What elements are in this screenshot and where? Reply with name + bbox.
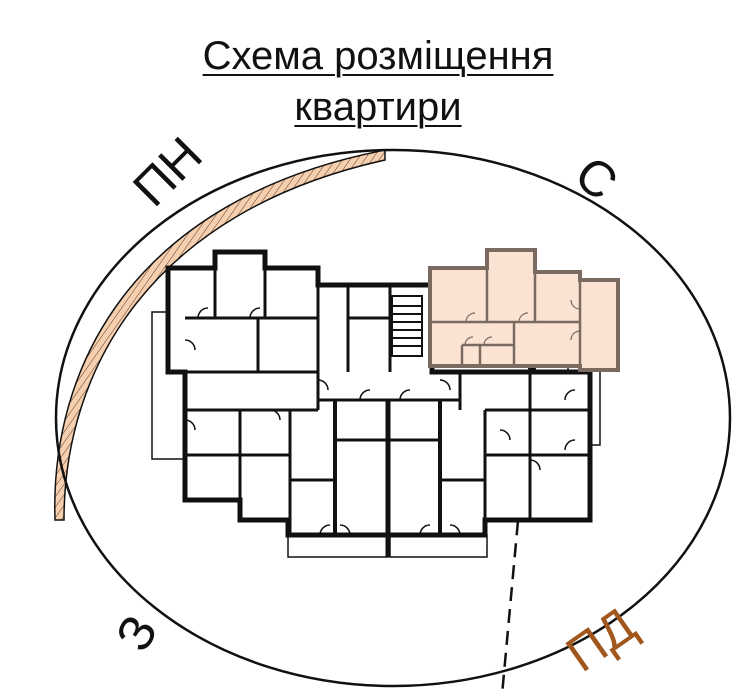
apartment-door-swings [464, 299, 581, 346]
hatched-sector-arc [54, 149, 386, 521]
direction-label-south-east: ПД [556, 597, 645, 683]
direction-label-south-west: З [105, 606, 169, 660]
compass-ring [54, 148, 732, 688]
direction-label-north-east: С [565, 145, 629, 211]
stairwell [391, 295, 423, 357]
diagram-title-line-2: квартири [294, 85, 462, 129]
door-swings [184, 307, 576, 536]
highlighted-apartment[interactable] [428, 248, 620, 372]
direction-label-north-west: ПН [122, 126, 213, 217]
diagram-title-line-1: Схема розміщення [202, 34, 554, 78]
